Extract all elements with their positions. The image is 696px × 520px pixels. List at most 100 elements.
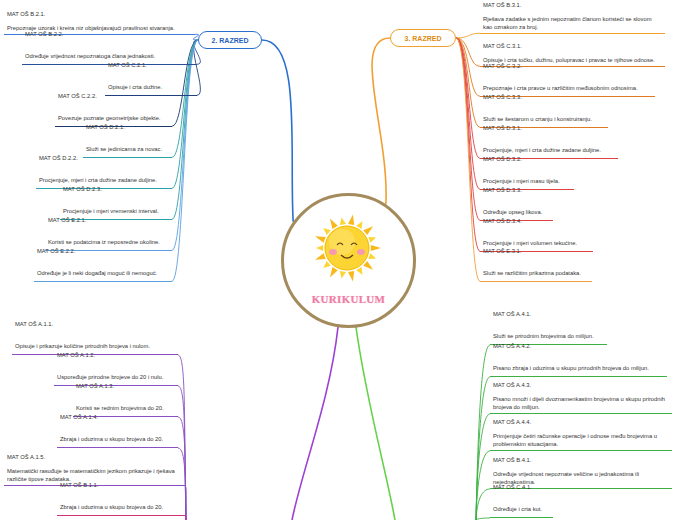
- outcome-code: MAT OŠ D.3.3.: [483, 187, 522, 194]
- sun-ray: [348, 215, 354, 226]
- outcome-text: Procjenjuje i mjeri vremenski interval.: [63, 207, 159, 215]
- outcome-code: MAT OŠ C.2.2.: [58, 93, 97, 100]
- outcome-leaf: MAT OŠ A.4.2. Pisano zbraja i oduzima u s…: [490, 343, 667, 377]
- branch-connector: [172, 40, 198, 126]
- outcome-code: MAT OŠ A.1.3.: [76, 383, 114, 390]
- sun-ray: [316, 245, 323, 251]
- outcome-text: Prepoznaje i crta pravce u različitim me…: [483, 84, 638, 92]
- outcome-text: Primjenjuje četiri računske operacije i …: [493, 432, 669, 448]
- outcome-text: Određuje vrijednost nepoznatoga člana je…: [25, 52, 155, 60]
- outcome-code: MAT OŠ C.2.1.: [108, 62, 147, 69]
- branch-connector: [372, 38, 390, 204]
- outcome-text: Koristi se podatcima iz neposredne okoli…: [48, 238, 160, 246]
- outcome-leaf: MAT OŠ A.4.4. Primjenjuje četiri računske…: [490, 419, 672, 451]
- outcome-leaf: MAT OŠ D.3.4.Procjenjuje i mjeri volumen…: [480, 218, 593, 252]
- outcome-text: Zbraja i oduzima u skupu brojeva do 20.: [60, 435, 163, 443]
- sun-ray: [368, 253, 376, 259]
- outcome-leaf: MAT OŠ C.4.1. Određuje i crta kut.: [490, 484, 553, 518]
- outcome-text: Služi se šestarom u crtanju i konstruira…: [483, 115, 592, 123]
- outcome-text: Određuje opseg likova.: [483, 208, 542, 216]
- outcome-leaf: MAT OŠ E.3.1. Služi se različitim prikazi…: [480, 248, 592, 282]
- outcome-code: MAT OŠ B.1.1.: [60, 482, 98, 489]
- sun-ray: [340, 271, 346, 279]
- sun-ray: [315, 253, 326, 259]
- outcome-leaf: MAT OŠ B.2.2. Određuje vrijednost nepozna…: [22, 31, 197, 65]
- outcome-text: Opisuje i prikazuje količine prirodnih b…: [15, 342, 150, 350]
- sun-ray: [356, 267, 362, 275]
- branch-topic: 2. RAZRED: [198, 31, 262, 49]
- outcome-code: MAT OŠ B.3.1.: [483, 2, 521, 9]
- outcome-code: MAT OŠ A.4.2.: [493, 343, 531, 350]
- outcome-text: Koristi se rednim brojevima do 20.: [76, 404, 164, 412]
- sun-ray: [330, 267, 338, 277]
- outcome-leaf: MAT OŠ D.3.3. Određuje opseg likova.: [480, 187, 553, 221]
- outcome-leaf: MAT OŠ A.1.4. Zbraja i oduzima u skupu br…: [57, 414, 178, 448]
- outcome-text: Procjenjuje, mjeri i crta dužine zadane …: [39, 176, 157, 184]
- outcome-text: Procjenjuje i mjeri volumen tekućine.: [483, 239, 577, 247]
- outcome-text: Procjenjuje, mjeri i crta dužine zadane …: [483, 146, 601, 154]
- sun-ray: [330, 219, 338, 229]
- branch-connector: [194, 40, 201, 95]
- outcome-code: MAT OŠ C.3.3.: [483, 94, 522, 101]
- outcome-leaf: MAT OŠ B.1.1. Zbraja i oduzima u skupu br…: [57, 482, 185, 516]
- outcome-leaf: MAT OŠ E.2.2.Određuje je li neki događaj…: [34, 248, 172, 282]
- branch-connector: [172, 40, 198, 281]
- branch-topic: 3. RAZRED: [390, 29, 456, 47]
- outcome-text: Zbraja i oduzima u skupu brojeva do 20.: [60, 503, 163, 511]
- outcome-leaf: MAT OŠ E.2.1. Koristi se podatcima iz nep…: [45, 217, 172, 251]
- outcome-text: Opisuje i crta dužine.: [108, 83, 162, 91]
- outcome-leaf: MAT OŠ D.3.1.Procjenjuje, mjeri i crta d…: [480, 125, 618, 159]
- outcome-text: Uspoređuje prirodne brojeve do 20 i nulu…: [57, 373, 163, 381]
- outcome-code: MAT OŠ C.3.2.: [483, 63, 522, 70]
- outcome-leaf: MAT OŠ D.2.2.Procjenjuje, mjeri i crta d…: [36, 155, 172, 189]
- outcome-text: Matematički rasuđuje te matematičkim jez…: [7, 467, 182, 483]
- sun-ray: [356, 221, 362, 229]
- outcome-leaf: MAT OŠ C.3.3. Služi se šestarom u crtanju…: [480, 94, 608, 128]
- sun-ray: [348, 271, 354, 282]
- outcome-text: Pisano zbraja i oduzima u skupu prirodni…: [493, 364, 649, 372]
- central-title: KURIKULUM: [312, 293, 386, 305]
- outcome-leaf: MAT OŠ A.4.3. Pisano množi i dijeli dvozn…: [490, 382, 672, 414]
- outcome-code: MAT OŠ E.2.2.: [37, 248, 75, 255]
- outcome-code: MAT OŠ A.1.2.: [57, 352, 95, 359]
- sun-ray: [363, 261, 373, 270]
- sun-illustration: [315, 215, 381, 282]
- outcome-code: MAT OŠ D.2.3.: [63, 186, 102, 193]
- outcome-leaf: MAT OŠ D.2.3. Procjenjuje i mjeri vremens…: [60, 186, 172, 220]
- outcome-code: MAT OŠ D.2.1.: [86, 124, 125, 131]
- outcome-code: MAT OŠ B.4.1.: [493, 457, 531, 464]
- outcome-code: MAT OŠ C.4.1.: [493, 484, 532, 491]
- outcome-code: MAT OŠ B.2.2.: [25, 31, 63, 38]
- sun-ray: [340, 217, 346, 225]
- branch-label: 2. RAZRED: [212, 37, 249, 44]
- outcome-text: Služi se prirodnim brojevima do milijun.: [493, 332, 594, 340]
- outcome-code: MAT OŠ A.4.4.: [493, 419, 531, 426]
- outcome-leaf: MAT OŠ C.2.2.Povezuje poznate geometrijs…: [55, 93, 172, 127]
- sun-ray: [315, 236, 326, 242]
- outcome-code: MAT OŠ A.4.3.: [493, 382, 531, 389]
- branch-connector: [456, 33, 480, 38]
- outcome-leaf: MAT OŠ C.2.1. Opisuje i crta dužine.: [105, 62, 197, 96]
- outcome-code: MAT OŠ A.1.4.: [60, 414, 98, 421]
- outcome-code: MAT OŠ B.2.1.: [7, 11, 45, 18]
- branch-connector: [262, 40, 293, 222]
- outcome-code: MAT OŠ A.1.5.: [7, 454, 45, 461]
- offscreen-branch-lines: [178, 327, 490, 520]
- outcome-code: MAT OŠ E.3.1.: [483, 248, 521, 255]
- outcome-leaf: MAT OŠ C.3.2. Prepoznaje i crta pravce u …: [480, 63, 655, 97]
- outcome-text: Rješava zadatke s jednim nepoznatim član…: [483, 15, 662, 31]
- outcome-code: MAT OŠ C.3.1.: [483, 43, 522, 50]
- sun-ray: [371, 245, 381, 251]
- outcome-leaf: MAT OŠ A.1.2. Uspoređuje prirodne brojeve…: [54, 352, 178, 386]
- central-circle: KURIKULUM: [281, 193, 416, 328]
- outcome-text: Služi se različitim prikazima podataka.: [483, 269, 581, 277]
- outcome-code: MAT OŠ E.2.1.: [48, 217, 86, 224]
- outcome-text: Pisano množi i dijeli dvoznamenkastim br…: [493, 395, 669, 411]
- outcome-leaf: MAT OŠ A.4.1.Služi se prirodnim brojevim…: [490, 311, 607, 345]
- outcome-text: Određuje i crta kut.: [493, 505, 542, 513]
- outcome-text: Služi se jedinicama za novac.: [86, 145, 162, 153]
- branch-label: 3. RAZRED: [405, 35, 442, 42]
- outcome-leaf: MAT OŠ A.1.1.Opisuje i prikazuje količin…: [12, 321, 178, 355]
- outcome-text: Procjenjuje i mjeri masu tijela.: [483, 177, 560, 185]
